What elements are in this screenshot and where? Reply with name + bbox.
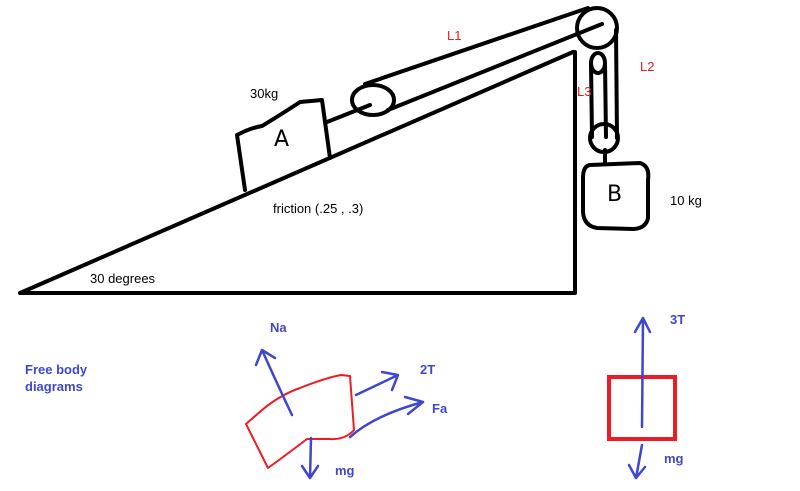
angle-label: 30 degrees [90, 271, 156, 286]
fbd-title-line2: diagrams [25, 379, 83, 394]
rope-l1-label: L1 [447, 28, 462, 43]
block-a-outline [235, 98, 332, 192]
moving-pulley-a [350, 83, 396, 117]
rope-block-to-pulley [325, 103, 372, 124]
arrow-fa [348, 395, 425, 439]
arrow-mg-a [300, 436, 320, 480]
label-na: Na [270, 320, 287, 335]
rope-l3-left [589, 61, 594, 139]
fbd-block-a [245, 374, 355, 469]
fbd-title-line1: Free body [25, 362, 88, 377]
block-b-mass: 10 kg [670, 193, 702, 208]
label-3t: 3T [670, 312, 686, 327]
arrow-2t [354, 370, 400, 397]
arrow-na [254, 348, 294, 417]
label-mg-a: mg [335, 463, 355, 478]
top-pulley [575, 6, 619, 50]
incline-ramp [18, 50, 577, 295]
arrow-3t [633, 316, 652, 429]
rope-l1-upper [363, 6, 590, 86]
rope-l3-label: L3 [577, 84, 592, 99]
block-b-letter: B [607, 182, 623, 207]
friction-label: friction (.25 , .3) [273, 201, 364, 216]
block-a-letter: A [274, 127, 290, 152]
rope-l2-label: L2 [640, 59, 655, 74]
label-2t: 2T [420, 362, 436, 377]
small-pulley-l3 [589, 51, 607, 75]
rope-l1-lower [386, 22, 604, 112]
label-mg-b: mg [664, 451, 684, 466]
block-a-mass: 30kg [250, 86, 279, 101]
label-fa: Fa [432, 401, 448, 416]
block-b-outline [581, 161, 651, 231]
rope-l2 [614, 28, 619, 140]
arrow-mg-b [627, 443, 647, 480]
